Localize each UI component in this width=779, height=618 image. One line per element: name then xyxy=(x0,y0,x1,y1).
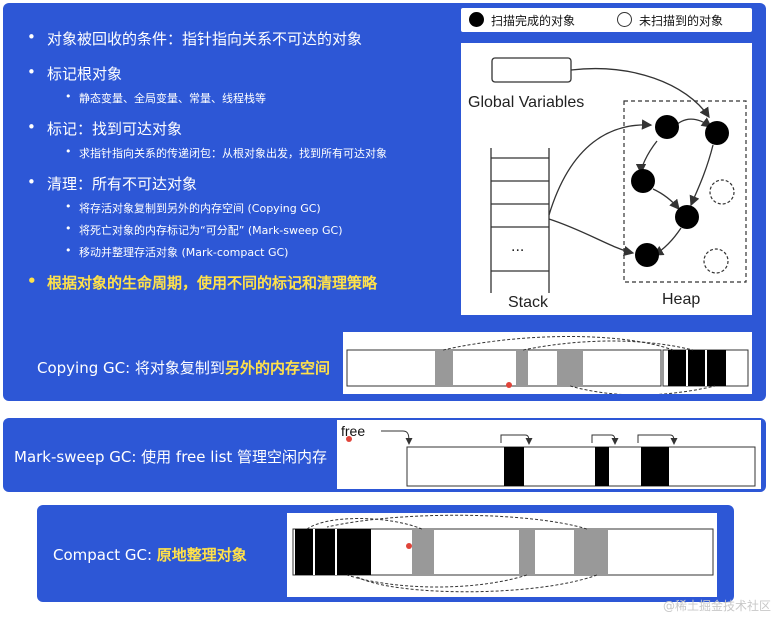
copying-gc-memory-diagram xyxy=(343,332,752,396)
unscanned-dot-icon xyxy=(617,12,632,27)
compact-gc-memory-diagram xyxy=(287,513,717,597)
compact-gc-prefix: Compact GC: xyxy=(53,546,157,564)
free-list-arrows xyxy=(500,434,678,445)
copy-arrows xyxy=(442,336,716,396)
dead-block xyxy=(516,350,528,386)
copying-gc-caption: Copying GC: 将对象复制到另外的内存空间 xyxy=(37,357,330,378)
live-block xyxy=(641,447,669,486)
pointer-edges xyxy=(548,67,714,257)
legend-scanned: 扫描完成的对象 xyxy=(491,14,576,28)
unscanned-object xyxy=(703,248,729,274)
global-variables-box xyxy=(491,57,572,83)
subbullet-copying: 将存活对象复制到另外的内存空间 (Copying GC) xyxy=(65,200,321,216)
scanned-object xyxy=(705,121,729,145)
legend: 扫描完成的对象 未扫描到的对象 xyxy=(461,8,752,32)
free-list-label: free xyxy=(341,423,365,439)
scanned-object xyxy=(655,115,679,139)
object-graph-diagram: Global Variables ... Stack Heap xyxy=(461,43,752,315)
live-block xyxy=(504,447,524,486)
dead-block xyxy=(412,529,434,575)
live-block xyxy=(595,447,609,486)
dead-block xyxy=(435,350,453,386)
bullet-sweep: 清理：所有不可达对象 xyxy=(27,173,197,194)
dead-block xyxy=(557,350,583,386)
dead-block xyxy=(519,529,535,575)
subbullet-roots: 静态变量、全局变量、常量、线程栈等 xyxy=(65,90,266,106)
dead-block xyxy=(574,529,608,575)
scanned-object xyxy=(631,169,655,193)
compact-gc-highlight: 原地整理对象 xyxy=(156,546,247,564)
cursor-dot-icon xyxy=(506,382,512,388)
stack-label: Stack xyxy=(508,294,549,311)
compact-arrows xyxy=(306,514,598,593)
cursor-dot-icon xyxy=(406,543,412,549)
mark-sweep-caption: Mark-sweep GC: 使用 free list 管理空闲内存 xyxy=(14,448,328,466)
bullet-mark-roots: 标记根对象 xyxy=(27,63,122,84)
copying-gc-highlight: 另外的内存空间 xyxy=(224,359,330,377)
cursor-dot-icon xyxy=(346,436,352,442)
stack-ellipsis: ... xyxy=(511,238,524,255)
copying-gc-prefix: Copying GC: 将对象复制到 xyxy=(37,359,225,377)
compact-gc-caption: Compact GC: 原地整理对象 xyxy=(53,544,247,565)
live-block xyxy=(668,350,726,386)
bullet-mark: 标记：找到可达对象 xyxy=(27,118,182,139)
heap-label: Heap xyxy=(662,291,700,308)
bullet-lifecycle-strategy: 根据对象的生命周期，使用不同的标记和清理策略 xyxy=(27,272,377,293)
subbullet-compact: 移动并整理存活对象 (Mark-compact GC) xyxy=(65,244,288,260)
stack-icon xyxy=(490,148,550,293)
bullet-condition: 对象被回收的条件：指针指向关系不可达的对象 xyxy=(27,28,362,49)
watermark: @稀土掘金技术社区 xyxy=(662,599,771,613)
heap-region xyxy=(623,100,747,283)
live-block xyxy=(295,529,371,575)
global-variables-label: Global Variables xyxy=(468,94,584,111)
subbullet-marksweep: 将死亡对象的内存标记为“可分配” (Mark-sweep GC) xyxy=(65,222,342,238)
legend-unscanned: 未扫描到的对象 xyxy=(639,14,724,28)
unscanned-object xyxy=(709,179,735,205)
scanned-object xyxy=(675,205,699,229)
mark-sweep-memory-diagram: free xyxy=(337,420,761,489)
scanned-dot-icon xyxy=(469,12,484,27)
subbullet-closure: 求指针指向关系的传递闭包：从根对象出发，找到所有可达对象 xyxy=(65,145,387,161)
scanned-object xyxy=(635,243,659,267)
